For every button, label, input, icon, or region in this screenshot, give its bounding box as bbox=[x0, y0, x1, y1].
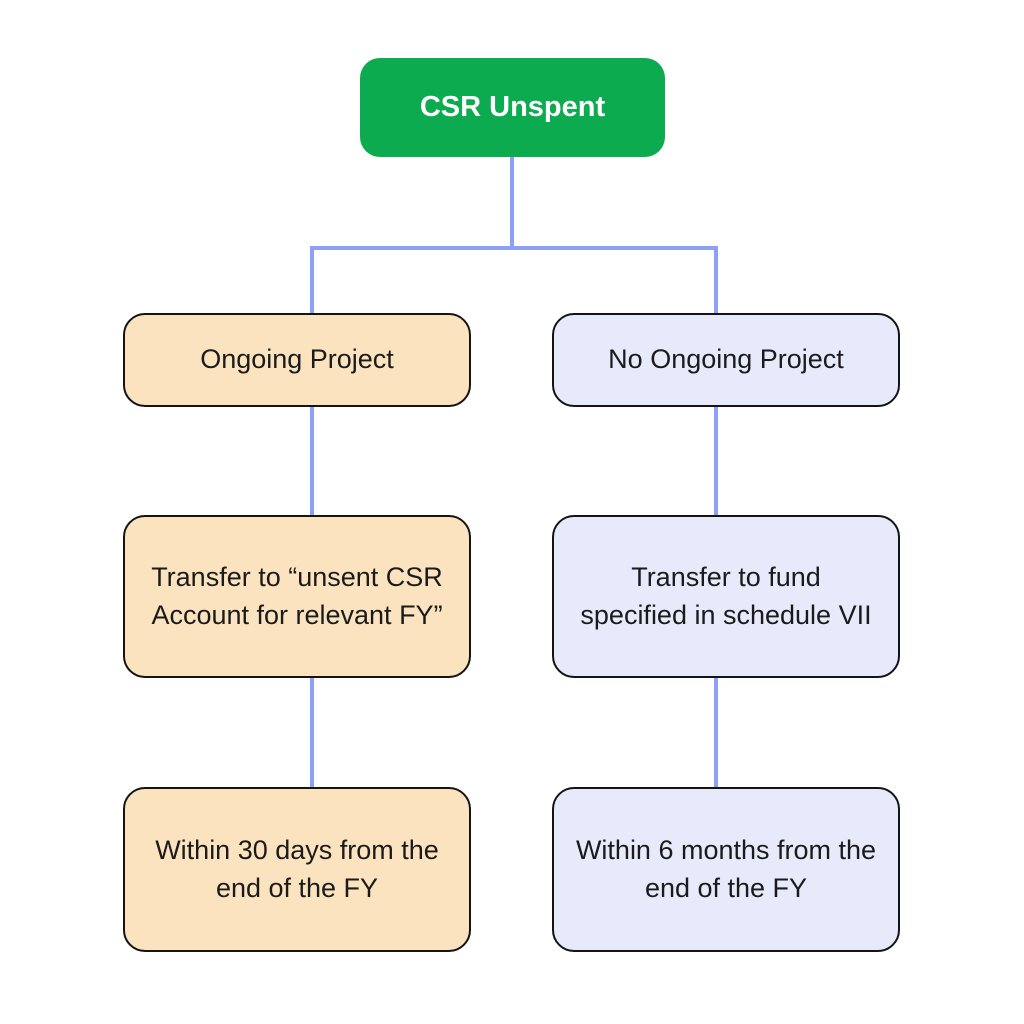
node-within-6-months-label: Within 6 months from the end of the FY bbox=[575, 834, 877, 903]
node-csr-unspent-label: CSR Unspent bbox=[419, 91, 606, 124]
node-no-ongoing-project-label: No Ongoing Project bbox=[608, 344, 844, 375]
connector-root-drop bbox=[510, 155, 514, 248]
node-no-ongoing-project: No Ongoing Project bbox=[552, 313, 900, 407]
connector-right-branch-drop bbox=[714, 246, 718, 316]
connector-left-action-to-deadline bbox=[310, 676, 314, 790]
connector-left-condition-to-action bbox=[310, 405, 314, 518]
node-within-30-days-label: Within 30 days from the end of the FY bbox=[155, 834, 439, 903]
connector-right-action-to-deadline bbox=[714, 676, 718, 790]
node-csr-unspent: CSR Unspent bbox=[360, 58, 665, 157]
node-transfer-unspent-csr-account: Transfer to “unsent CSR Account for rele… bbox=[123, 515, 471, 678]
node-transfer-unspent-csr-account-label: Transfer to “unsent CSR Account for rele… bbox=[151, 561, 443, 630]
node-transfer-schedule-vii-fund-label: Transfer to fund specified in schedule V… bbox=[580, 561, 872, 630]
connector-right-condition-to-action bbox=[714, 405, 718, 518]
node-ongoing-project-label: Ongoing Project bbox=[200, 344, 394, 375]
node-within-6-months: Within 6 months from the end of the FY bbox=[552, 787, 900, 952]
connector-left-branch-drop bbox=[310, 246, 314, 316]
node-within-30-days: Within 30 days from the end of the FY bbox=[123, 787, 471, 952]
connector-horizontal-bar bbox=[310, 246, 718, 250]
node-transfer-schedule-vii-fund: Transfer to fund specified in schedule V… bbox=[552, 515, 900, 678]
node-ongoing-project: Ongoing Project bbox=[123, 313, 471, 407]
